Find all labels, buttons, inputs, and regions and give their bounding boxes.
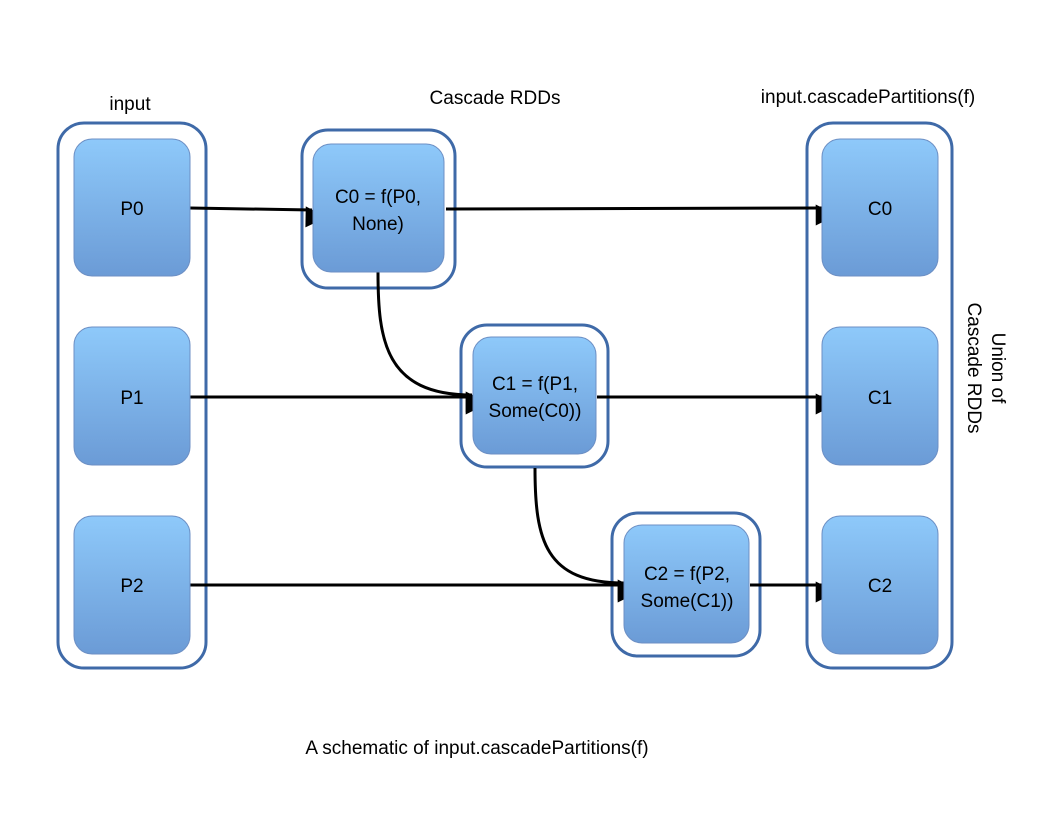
union-side-label: Union of Cascade RDDs xyxy=(963,303,1008,434)
node-out-c0-label: C0 xyxy=(868,199,892,220)
node-out-c2 xyxy=(821,515,939,655)
edge-p0-to-c0 xyxy=(189,206,327,228)
input-group-label: input xyxy=(109,94,151,115)
node-c0 xyxy=(312,143,445,273)
diagram-caption: A schematic of input.cascadePartitions(f… xyxy=(305,738,648,759)
node-p0-label: P0 xyxy=(120,199,143,220)
node-out-c1-label: C1 xyxy=(868,388,892,409)
node-p0 xyxy=(73,138,191,277)
node-c1 xyxy=(472,336,597,455)
union-side-label-line1: Union of xyxy=(987,333,1008,404)
node-p1-label: P1 xyxy=(120,388,143,409)
node-c2 xyxy=(623,524,750,644)
node-c1-label-line1: C1 = f(P1, xyxy=(492,374,578,395)
edge-c0-to-out-c0 xyxy=(445,204,837,226)
node-c1-label-line2: Some(C0)) xyxy=(489,401,582,422)
edge-c0-to-c1 xyxy=(376,271,487,413)
node-c2-label-line1: C2 = f(P2, xyxy=(644,564,730,585)
cascade-group-label: Cascade RDDs xyxy=(430,88,561,109)
node-out-c0 xyxy=(821,138,939,277)
node-c0-label-line2: None) xyxy=(352,214,404,235)
node-c0-label-line1: C0 = f(P0, xyxy=(335,187,421,208)
node-out-c1 xyxy=(821,326,939,466)
node-out-c2-label: C2 xyxy=(868,576,892,597)
node-p2-label: P2 xyxy=(120,576,143,597)
node-p1 xyxy=(73,326,191,466)
union-side-label-line2: Cascade RDDs xyxy=(963,303,984,434)
node-p2 xyxy=(73,515,191,655)
node-c2-label-line2: Some(C1)) xyxy=(641,591,734,612)
output-group-label: input.cascadePartitions(f) xyxy=(761,87,975,108)
edge-c1-to-c2 xyxy=(533,467,639,601)
